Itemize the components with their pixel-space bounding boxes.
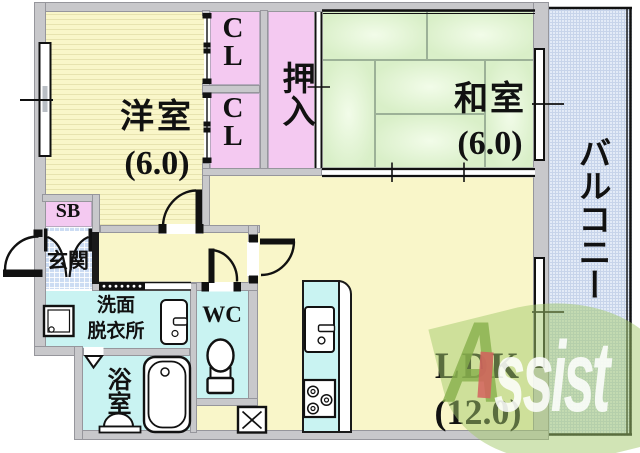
room-label-entrance: 玄関 [47, 249, 89, 273]
bathtub-icon [142, 355, 192, 434]
western-room-door-icon [158, 189, 204, 234]
tatami-mat [322, 60, 375, 168]
entrance-step-icon [44, 228, 92, 278]
kitchen-sink-icon [304, 306, 336, 353]
room-label-closet-lower: C L [222, 92, 244, 153]
room-label-bathroom: 浴室 [103, 367, 129, 415]
ldk-door-icon [247, 234, 296, 284]
washing-machine-pan-icon [42, 304, 75, 338]
wall [202, 168, 322, 176]
room-label-oshiire: 押入 [277, 61, 313, 127]
japanese-room-floor [322, 10, 535, 168]
toilet-icon [206, 338, 235, 395]
watermark-letter-a: A [444, 299, 504, 427]
closet-door-upper-icon [202, 13, 212, 84]
watermark-text: ssist [494, 321, 610, 433]
room-label-washroom: 洗面 脱衣所 [87, 295, 145, 342]
stove-icon [302, 378, 337, 419]
tatami-mat [375, 60, 485, 114]
tatami-mat [485, 60, 535, 168]
tatami-mat [322, 10, 427, 60]
washroom-sliding-door-icon [99, 281, 191, 291]
closet-upper-floor [210, 10, 260, 85]
oshiire-floor [268, 10, 316, 170]
room-label-western: 洋室 [120, 99, 194, 136]
room-label-wc: WC [202, 302, 242, 327]
entrance-step-wall [92, 232, 99, 284]
room-label-japanese: 和室 [454, 81, 526, 118]
western-room-floor [42, 10, 204, 227]
wc-door-icon [201, 248, 241, 292]
fusuma-japanese-ldk-icon [322, 162, 535, 182]
room-size-japanese: (6.0) [457, 125, 523, 162]
wall [74, 346, 83, 440]
fusuma-oshiire-icon [307, 12, 330, 168]
room-label-balcony: バルコニー [573, 135, 609, 301]
window-west-icon [20, 42, 53, 157]
wall [202, 85, 260, 93]
washbasin-icon [160, 299, 188, 345]
tatami-mat [375, 114, 485, 168]
corridor-floor [94, 227, 248, 290]
entrance-door-icon [3, 229, 43, 277]
wall [83, 348, 190, 356]
bath-counter-icon [98, 412, 142, 434]
room-label-shoe-box: SB [55, 200, 81, 222]
floor-hatch-icon [236, 405, 268, 434]
window-east-japanese-room-icon [532, 48, 564, 161]
window-top-japanese-room-icon [322, 9, 535, 14]
room-label-closet-upper: C L [222, 12, 244, 73]
room-size-western: (6.0) [124, 145, 190, 182]
wall [190, 283, 197, 433]
bathroom-door-icon [83, 347, 104, 370]
closet-door-lower-icon [202, 92, 212, 163]
